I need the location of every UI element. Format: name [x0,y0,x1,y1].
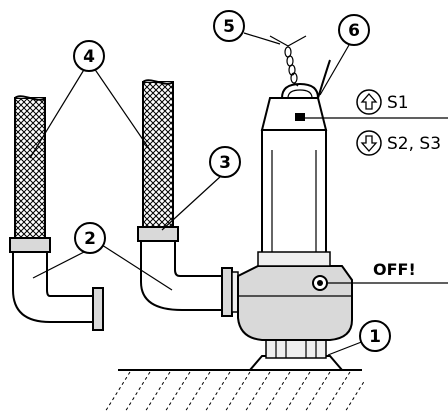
callout-3: 3 [209,146,241,178]
submersible-pump [237,35,353,371]
s1-label: S1 [387,93,409,113]
switch-on-label: S1 [356,89,409,115]
middle-hose-assembly [137,79,239,317]
callout-6: 6 [338,14,370,46]
callout-4: 4 [73,40,105,72]
lifting-chain [269,35,307,87]
leader-lines [29,32,365,356]
left-hose-assembly [9,95,104,331]
callout-5-number: 5 [223,17,235,37]
left-hose-coupling [9,237,51,253]
middle-elbow-pipe [140,240,223,311]
callout-6-number: 6 [348,21,360,41]
callout-2: 2 [74,222,106,254]
left-flange [92,287,104,331]
off-label: OFF! [373,260,416,279]
callout-5: 5 [213,10,245,42]
switch-down-label: S2, S3 [356,130,441,156]
left-elbow-pipe [12,251,95,323]
left-hose [14,97,46,239]
middle-hose-coupling [137,226,179,242]
power-cable [317,59,331,99]
callout-1: 1 [359,320,391,352]
pump-housing [237,265,353,341]
callout-2-number: 2 [84,229,96,249]
s2-s3-label: S2, S3 [387,134,441,154]
ground-hatching [104,369,371,412]
callout-3-number: 3 [219,153,231,173]
callout-1-number: 1 [369,327,381,347]
motor-cap [260,97,328,131]
middle-flange [221,267,233,317]
callout-4-number: 4 [83,47,95,67]
middle-hose [142,81,174,228]
pump-handle [281,82,319,99]
